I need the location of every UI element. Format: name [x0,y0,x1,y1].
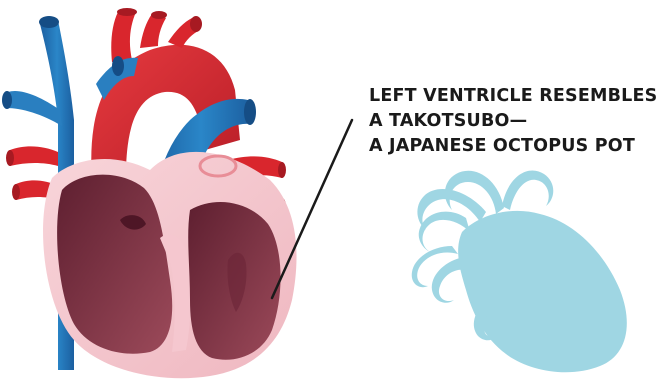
octopus-pot-silhouette [412,171,627,373]
caption: LEFT VENTRICLE RESEMBLES A TAKOTSUBO— A … [369,84,659,159]
caption-line-3: A JAPANESE OCTOPUS POT [369,134,659,159]
heart-illustration [2,8,297,378]
caption-line-2: A TAKOTSUBO— [369,109,659,134]
caption-line-1: LEFT VENTRICLE RESEMBLES [369,84,659,109]
